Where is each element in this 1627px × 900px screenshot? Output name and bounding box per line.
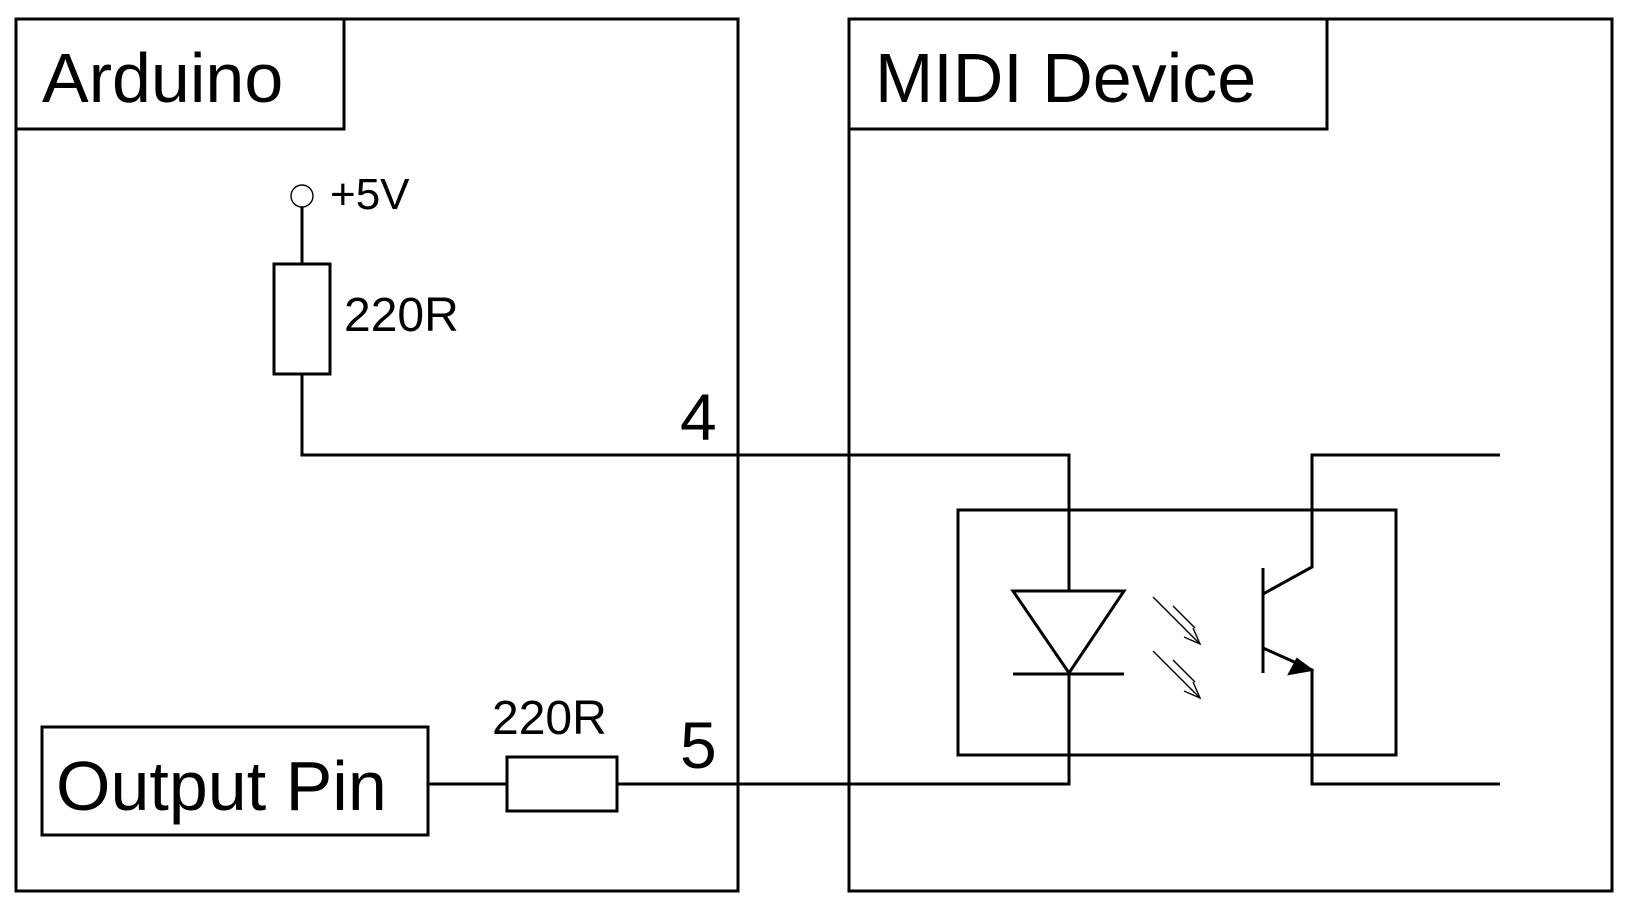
output-pin-block: Output Pin 220R 5 (40, 692, 1071, 837)
optocoupler-package (956, 508, 1398, 757)
arduino-title: Arduino (42, 39, 283, 117)
output-pin-label: Output Pin (56, 747, 387, 825)
output-pin-box (40, 725, 430, 837)
pin-4-wire (300, 374, 1071, 505)
led-triangle (1010, 589, 1127, 676)
arduino-title-box (14, 17, 346, 131)
top-resistor: 220R (272, 207, 459, 376)
bottom-resistor-icon (505, 755, 619, 813)
top-resistor-icon (272, 262, 332, 376)
phototransistor-icon (1261, 453, 1500, 786)
led-icon (1010, 505, 1127, 755)
midi-device-title-box (847, 17, 1329, 131)
supply-terminal-icon (290, 184, 314, 208)
pin-4-label: 4 (680, 380, 717, 454)
emitter-arrow (1287, 657, 1315, 676)
transistor-emitter (1262, 646, 1500, 786)
optocoupler (956, 453, 1500, 786)
light-arrows-icon (1152, 596, 1202, 700)
bottom-resistor-label: 220R (492, 692, 607, 745)
pin-5-label: 5 (680, 708, 717, 782)
midi-device-panel: MIDI Device (847, 17, 1614, 893)
transistor-collector (1262, 453, 1500, 596)
supply-label: +5V (330, 170, 410, 219)
midi-device-title: MIDI Device (875, 39, 1256, 117)
arduino-panel: Arduino (14, 17, 740, 893)
supply-terminal: +5V (290, 170, 410, 219)
pin-5-wire (617, 755, 1071, 786)
top-resistor-label: 220R (344, 289, 459, 342)
pin-4-connection: 4 (300, 374, 1071, 505)
